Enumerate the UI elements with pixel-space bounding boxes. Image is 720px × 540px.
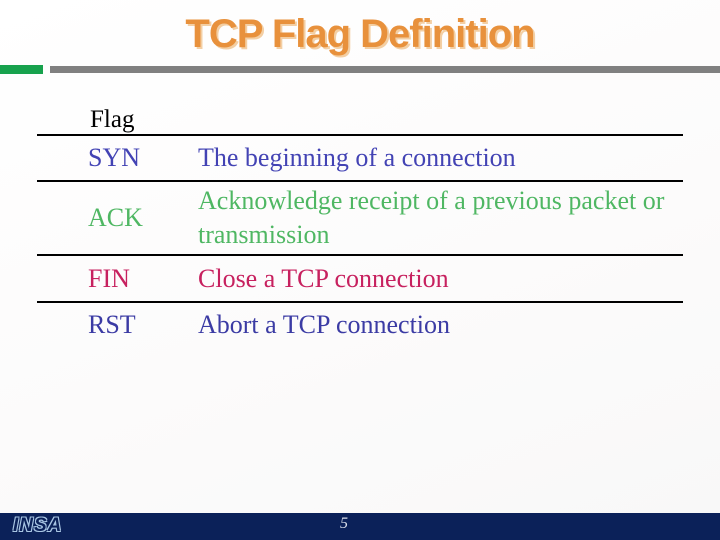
flag-cell-syn: SYN <box>88 143 141 172</box>
table-row: FIN Close a TCP connection <box>37 256 683 303</box>
definition-cell-rst: Abort a TCP connection <box>198 310 451 339</box>
table-row: ACK Acknowledge receipt of a previous pa… <box>37 182 683 256</box>
flag-cell-fin: FIN <box>88 263 130 293</box>
definition-cell-ack: Acknowledge receipt of a previous packet… <box>198 186 665 249</box>
table-header-flag: Flag <box>37 105 683 136</box>
table-row: RST Abort a TCP connection <box>37 303 683 347</box>
slide-title: TCP Flag Definition <box>185 12 535 56</box>
flag-cell-rst: RST <box>88 310 136 339</box>
page-number: 5 <box>340 515 348 532</box>
definition-cell-syn: The beginning of a connection <box>198 143 516 172</box>
flag-cell-ack: ACK <box>88 203 143 232</box>
tcp-flag-table: Flag SYN The beginning of a connection A… <box>37 105 683 347</box>
title-rule-gray <box>50 66 720 73</box>
insa-logo: INSA <box>13 515 63 536</box>
table-row: SYN The beginning of a connection <box>37 136 683 182</box>
title-rule-green-accent <box>0 65 43 74</box>
definition-cell-fin: Close a TCP connection <box>198 263 449 293</box>
footer-bar: INSA 5 <box>0 513 720 540</box>
